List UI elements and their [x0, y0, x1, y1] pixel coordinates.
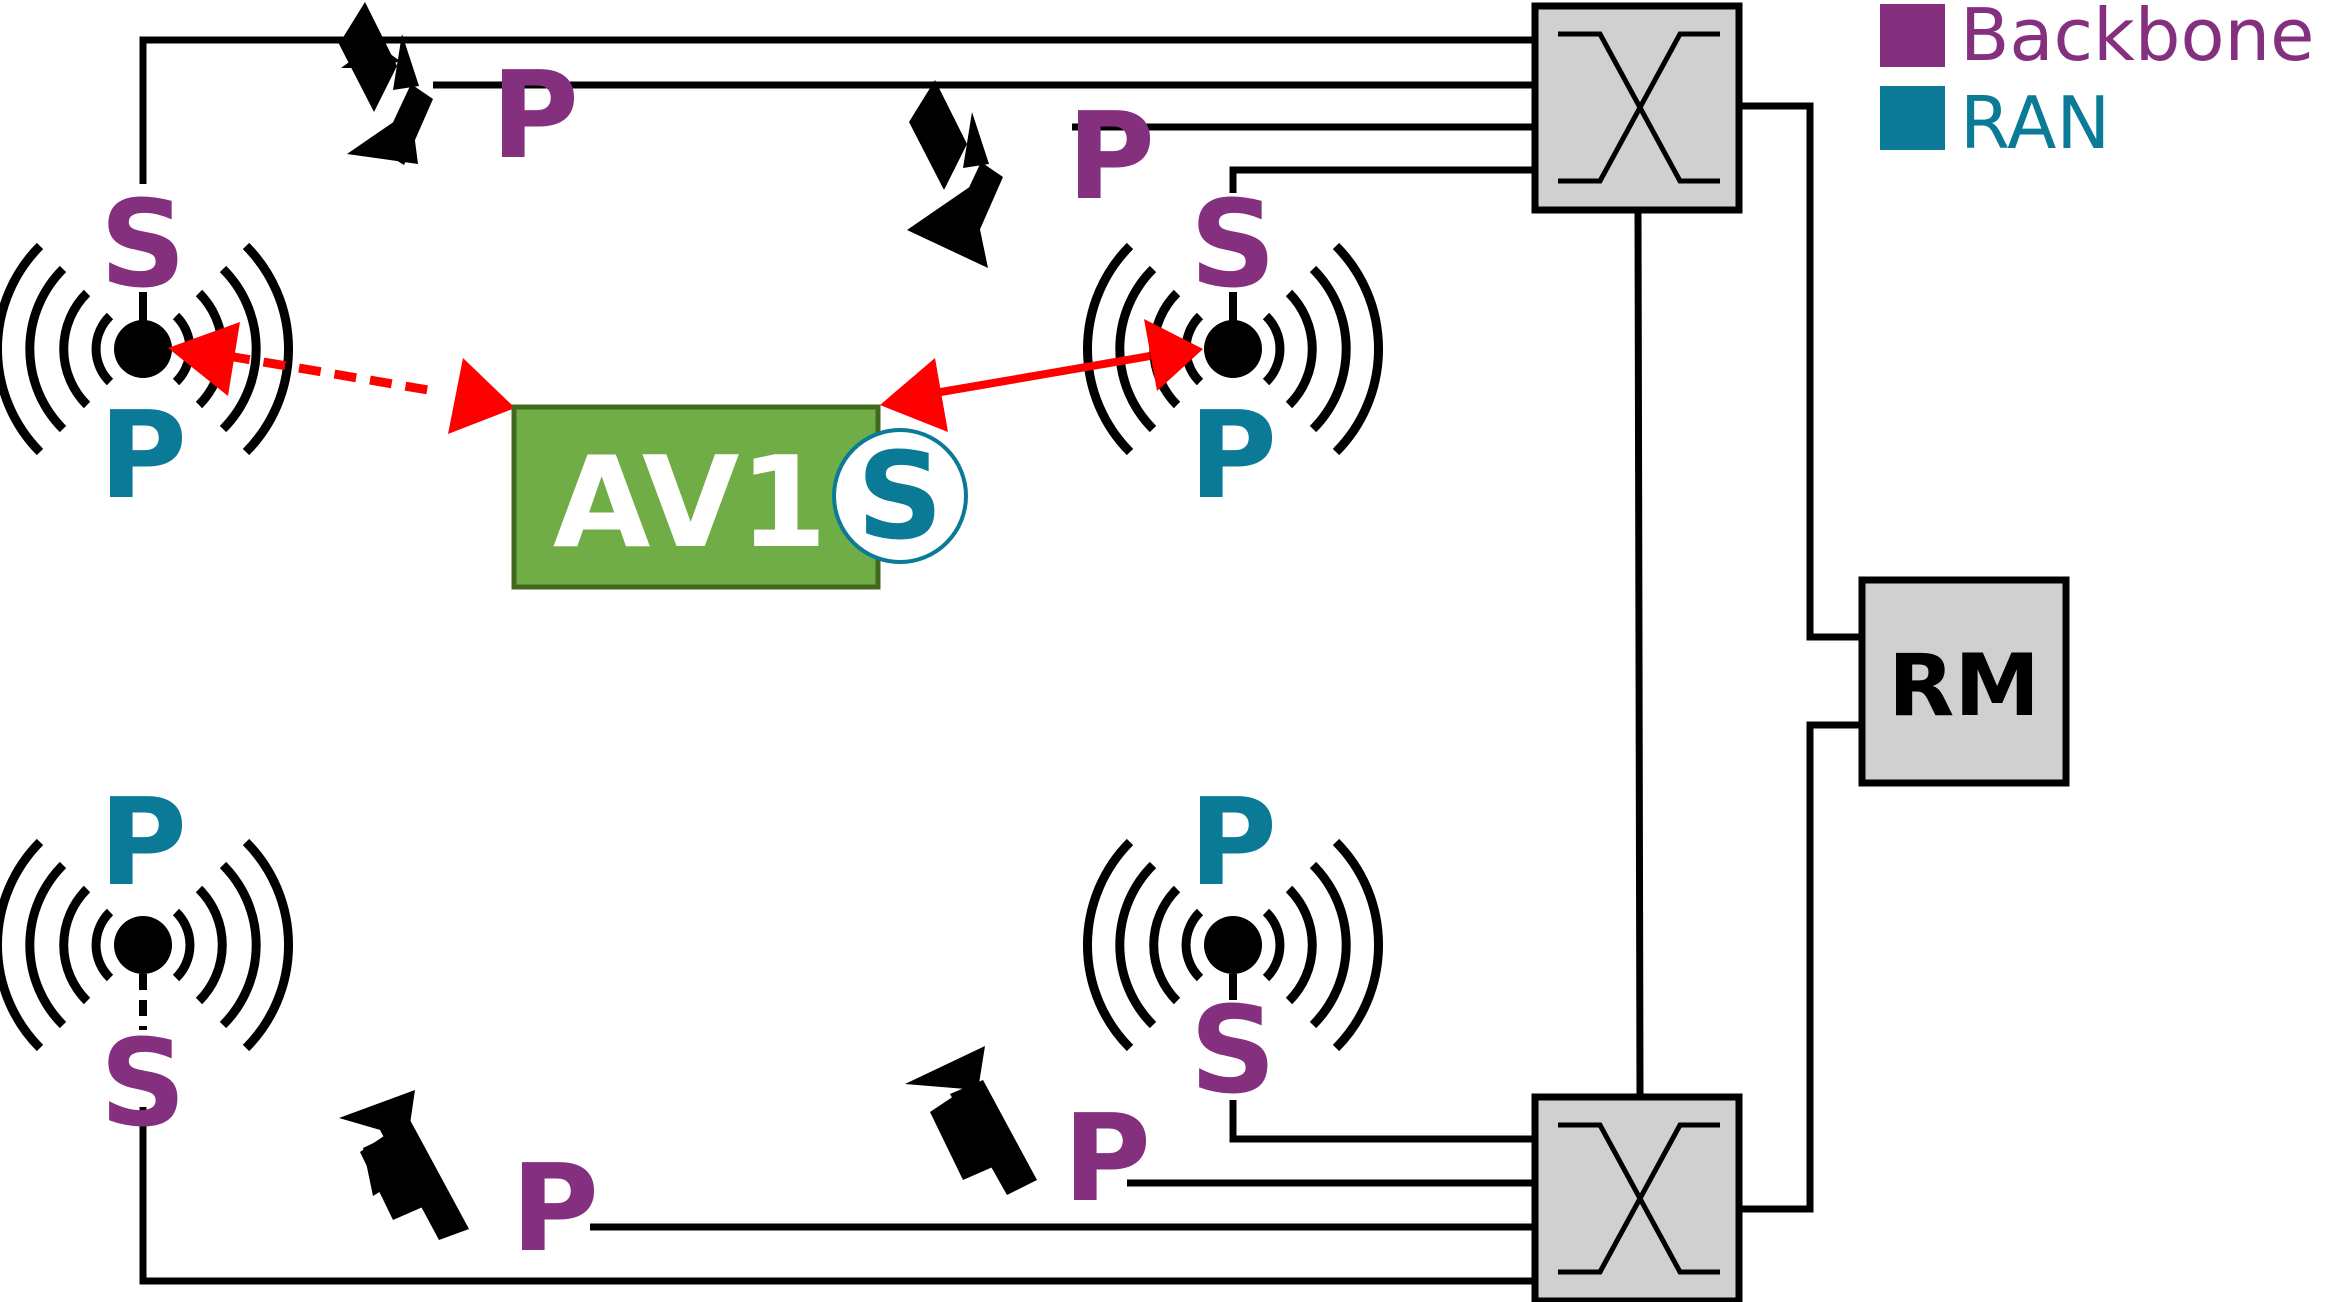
station-top-left-backbone-role: S	[100, 176, 186, 315]
broken-link-icon	[339, 1090, 469, 1240]
vehicle-label: AV1	[553, 429, 827, 576]
broken-link-icon	[339, 2, 433, 165]
top-crossbar-switch	[1535, 6, 1739, 210]
legend-swatch-ran	[1880, 86, 1945, 150]
crossbar-switch-icon	[1535, 6, 1739, 210]
station-bottom-left: P S	[0, 774, 289, 1154]
backbone-link-top-right-role: P	[1067, 88, 1155, 227]
resource-manager: RM	[1858, 576, 2070, 787]
broken-link-icon	[905, 1046, 1037, 1195]
active-link-arrowhead	[1144, 319, 1203, 391]
backbone-link-bottom-left-role: P	[511, 1140, 599, 1279]
resource-manager-label: RM	[1888, 636, 2040, 736]
legend-label-backbone: Backbone	[1960, 0, 2314, 77]
vehicle-ran-badge-label: S	[857, 428, 943, 567]
resource-manager-box	[1858, 576, 2070, 787]
candidate-link-arrowhead	[168, 322, 240, 396]
active-link-arrowhead	[880, 358, 948, 432]
legend-swatch-backbone	[1880, 4, 1945, 67]
backbone-link-bottom-right: P	[905, 1046, 1151, 1229]
station-bottom-left-backbone-role: S	[100, 1015, 186, 1154]
radio-links	[168, 319, 1203, 434]
station-top-right: S P	[1087, 176, 1378, 526]
backbone-link-top-left: P	[339, 2, 579, 186]
crossbar-switch-icon	[1535, 1097, 1739, 1301]
backbone-link-top-right: P	[907, 80, 1155, 268]
station-bottom-right-ran-role: P	[1189, 774, 1277, 913]
station-top-right-ran-role: P	[1189, 387, 1277, 526]
bottom-crossbar-switch	[1535, 1097, 1739, 1301]
backbone-link-bottom-left: P	[339, 1090, 599, 1279]
backbone-wiring	[139, 36, 1862, 1285]
vehicle: AV1 S	[511, 404, 968, 590]
vehicle-ran-badge	[832, 428, 968, 564]
station-bottom-left-ran-role: P	[99, 774, 187, 913]
station-top-right-backbone-role: S	[1190, 176, 1276, 315]
station-top-left: S P	[0, 176, 289, 526]
legend-label-ran: RAN	[1960, 81, 2110, 165]
backbone-link-top-left-role: P	[491, 47, 579, 186]
backbone-link-bottom-right-role: P	[1063, 1090, 1151, 1229]
vehicle-body	[511, 404, 881, 590]
active-radio-link	[934, 352, 1151, 397]
legend: Backbone RAN	[1880, 0, 2314, 165]
broken-link-icon	[907, 80, 1003, 268]
station-bottom-right-backbone-role: S	[1190, 982, 1276, 1121]
station-top-left-ran-role: P	[99, 387, 187, 526]
station-bottom-right: P S	[1087, 774, 1378, 1121]
candidate-link-arrowhead	[448, 358, 515, 434]
